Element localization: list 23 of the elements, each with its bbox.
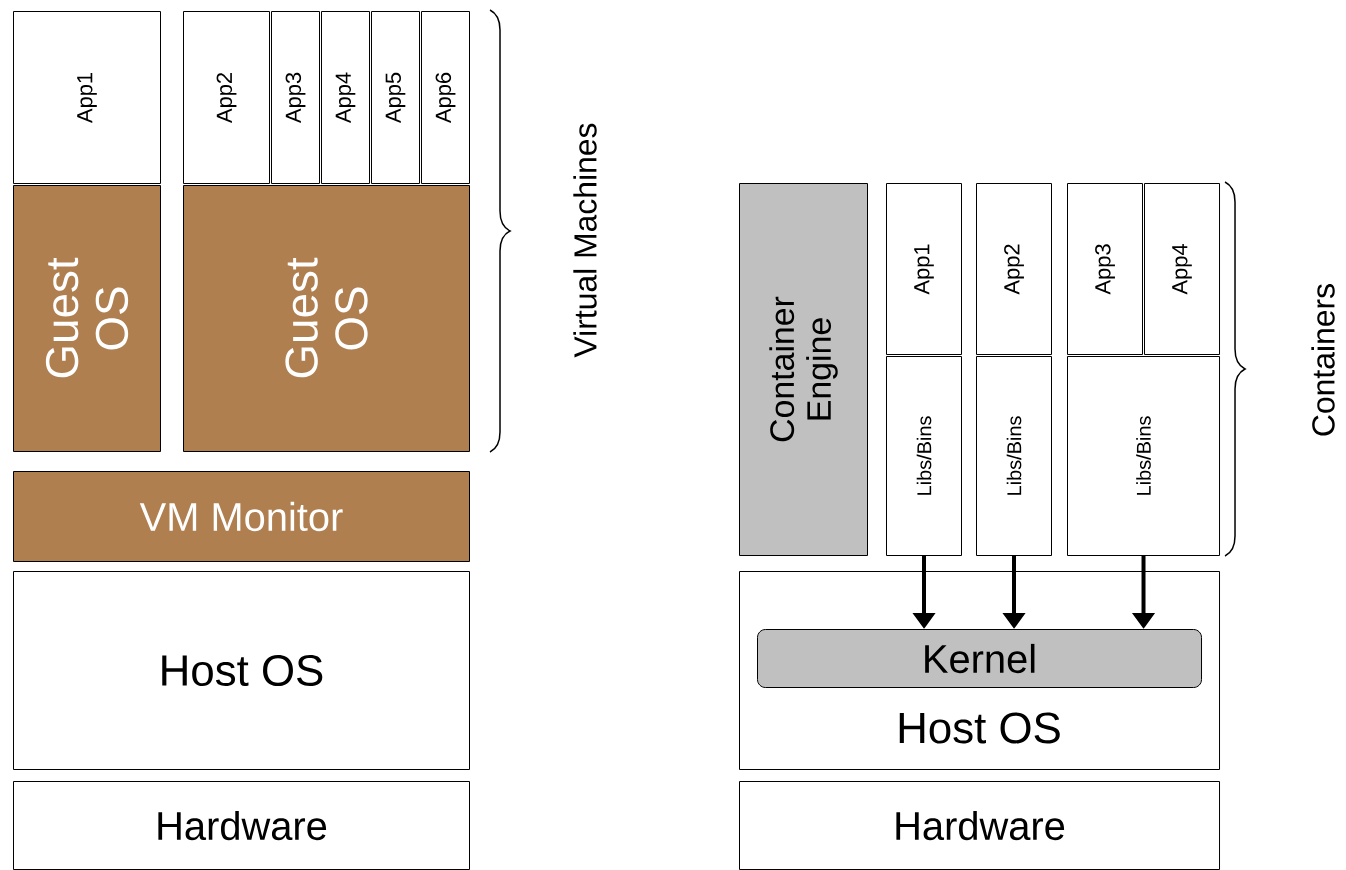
- guest-os-box: Guest OS: [13, 185, 161, 452]
- host-os-box: Host OS: [13, 571, 470, 770]
- libs-bins-box: Libs/Bins: [1067, 356, 1220, 556]
- app-box: App4: [1144, 183, 1220, 355]
- app-box: App1: [13, 11, 161, 184]
- app-box: App2: [183, 11, 270, 184]
- kernel-box: Kernel: [757, 629, 1202, 688]
- app-box: App2: [976, 183, 1052, 355]
- hardware-box: Hardware: [13, 781, 470, 870]
- app-box: App4: [321, 11, 370, 184]
- app-box: App5: [371, 11, 420, 184]
- libs-bins-box: Libs/Bins: [886, 356, 962, 556]
- container-engine-box: Container Engine: [739, 183, 868, 556]
- app-box: App3: [1067, 183, 1143, 355]
- app-box: App1: [886, 183, 962, 355]
- side-label: Containers: [1311, 284, 1335, 436]
- libs-bins-box: Libs/Bins: [976, 356, 1052, 556]
- vm-monitor-box: VM Monitor: [13, 471, 470, 562]
- hardware-box: Hardware: [739, 781, 1220, 870]
- side-label: Virtual Machines: [573, 123, 597, 358]
- guest-os-box: Guest OS: [183, 185, 470, 452]
- app-box: App3: [271, 11, 320, 184]
- app-box: App6: [421, 11, 470, 184]
